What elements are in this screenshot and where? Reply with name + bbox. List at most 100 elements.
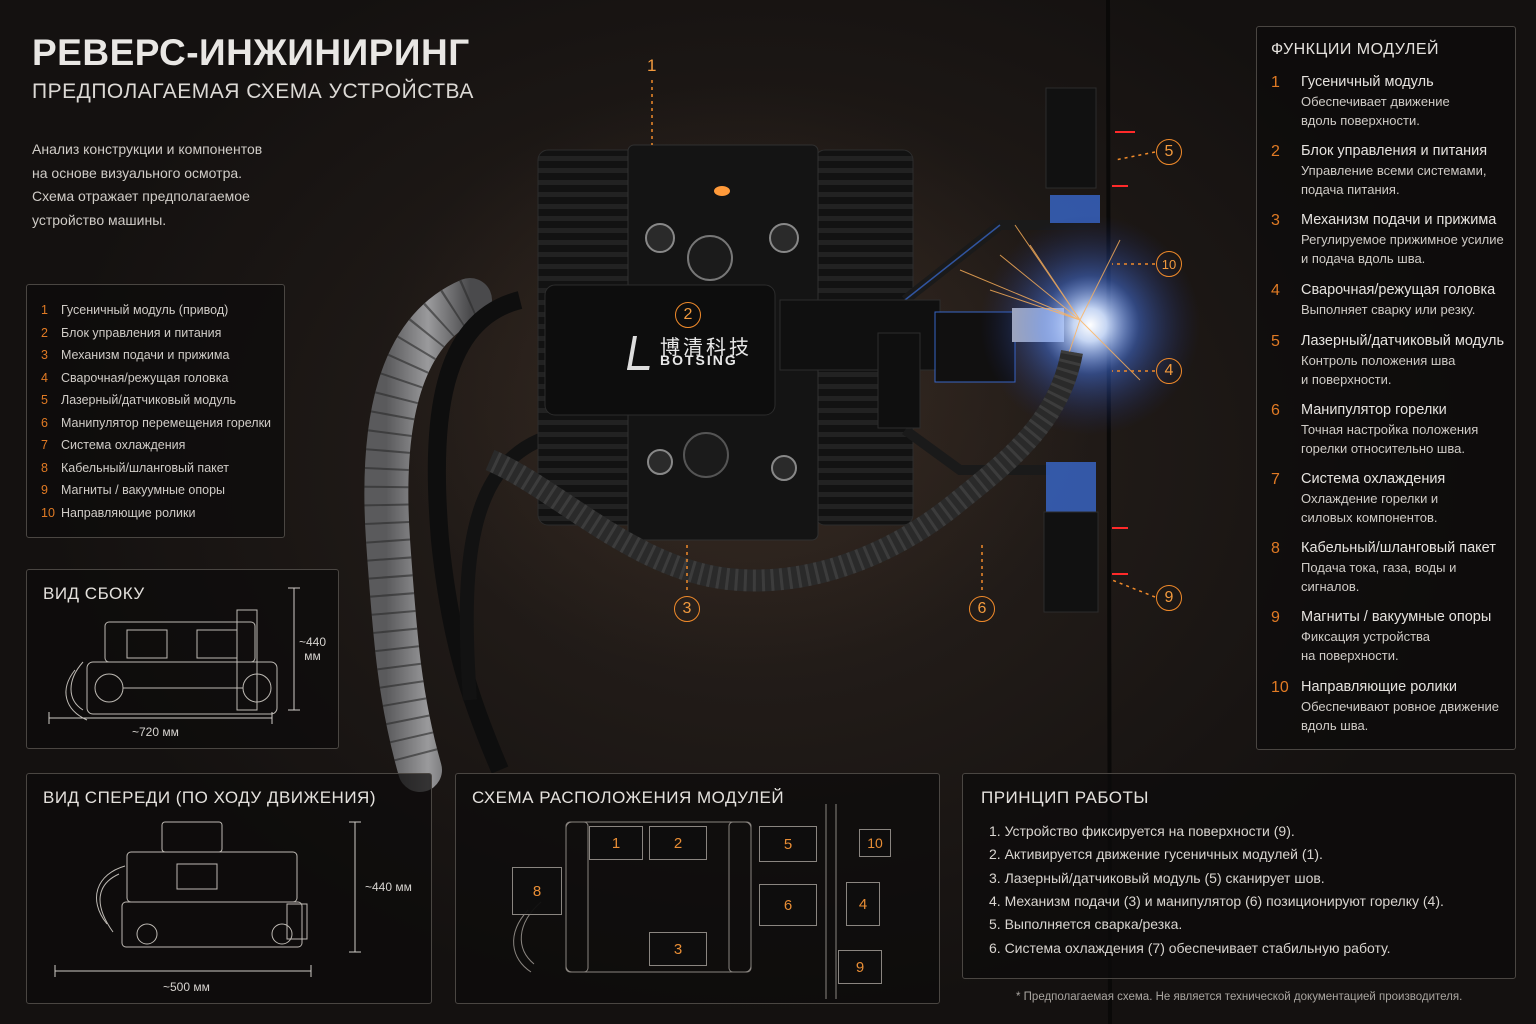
legend-item: 2 Блок управления и питания [41, 322, 284, 345]
function-desc-line: и поверхности. [1301, 372, 1392, 387]
module-layout-panel: СХЕМА РАСПОЛОЖЕНИЯ МОДУЛЕЙ 1 2 5 10 8 6 … [455, 773, 940, 1004]
side-view-drawing [48, 587, 300, 724]
intro-line: Анализ конструкции и компонентов [32, 141, 263, 157]
page-subtitle: ПРЕДПОЛАГАЕМАЯ СХЕМА УСТРОЙСТВА [32, 80, 474, 103]
principle-title: ПРИНЦИП РАБОТЫ [981, 788, 1149, 807]
function-num: 7 [1271, 471, 1280, 488]
function-item: 7 Система охлаждения Охлаждение горелки … [1271, 470, 1506, 527]
module-layout-title: СХЕМА РАСПОЛОЖЕНИЯ МОДУЛЕЙ [472, 788, 785, 807]
front-width-label: ~500 мм [163, 980, 210, 994]
legend-num: 2 [41, 325, 48, 340]
module-box-4: 4 [846, 882, 880, 926]
function-item: 6 Манипулятор горелки Точная настройка п… [1271, 401, 1506, 458]
function-num: 1 [1271, 74, 1280, 91]
callout-9: 9 [1156, 585, 1182, 611]
welding-cable [485, 349, 1083, 592]
function-num: 8 [1271, 540, 1280, 557]
function-name: Блок управления и питания [1301, 143, 1488, 159]
function-name: Кабельный/шланговый пакет [1301, 540, 1496, 556]
function-desc-line: вдоль шва. [1301, 718, 1369, 733]
module-box-1: 1 [589, 826, 643, 860]
function-num: 3 [1271, 212, 1280, 229]
magnet-module [1046, 462, 1096, 512]
legend-item: 5 Лазерный/датчиковый модуль [41, 389, 284, 412]
intro-line: на основе визуального осмотра. [32, 164, 243, 181]
function-desc-line: сигналов. [1301, 579, 1360, 594]
legend-num: 5 [41, 393, 48, 408]
principle-step: 1. Устройство фиксируется на поверхности… [989, 823, 1295, 839]
side-height-label: ~440 мм [299, 635, 326, 663]
function-name: Сварочная/режущая головка [1301, 282, 1496, 298]
intro-line: Схема отражает предполагаемое [32, 188, 250, 204]
function-desc-line: Подача тока, газа, воды и [1301, 560, 1457, 575]
legend-label: Сварочная/режущая головка [61, 370, 229, 385]
principle-step: 4. Механизм подачи (3) и манипулятор (6)… [989, 893, 1444, 909]
side-width-label: ~720 мм [132, 725, 179, 739]
module-layout-drawing [513, 804, 837, 999]
function-desc-line: подача питания. [1301, 182, 1400, 197]
component-legend: 1 Гусеничный модуль (привод) 2 Блок управл… [26, 284, 285, 538]
callout-10: 10 [1156, 251, 1182, 277]
side-height-value: ~440 [299, 635, 327, 649]
function-num: 6 [1271, 402, 1280, 419]
brand-cn: 博清科技 [660, 335, 752, 359]
legend-label: Механизм подачи и прижима [61, 348, 230, 363]
function-desc-line: вдоль поверхности. [1301, 113, 1420, 128]
function-num: 10 [1271, 679, 1289, 696]
legend-num: 1 [41, 303, 48, 318]
welding-spark [980, 215, 1200, 435]
legend-label: Кабельный/шланговый пакет [61, 460, 230, 475]
function-desc: Обеспечивают ровное движение вдоль шва. [1301, 697, 1506, 735]
legend-num: 3 [41, 348, 48, 363]
front-view-panel: ВИД СПЕРЕДИ (ПО ХОДУ ДВИЖЕНИЯ) ~440 мм ~… [26, 773, 432, 1004]
working-principle-panel: ПРИНЦИП РАБОТЫ 1. Устройство фиксируется… [962, 773, 1516, 979]
module-box-9: 9 [838, 950, 882, 984]
function-desc-line: Регулируемое прижимное усилие [1301, 232, 1504, 247]
sensor-module [1045, 87, 1097, 189]
function-item: 10 Направляющие ролики Обеспечивают ровн… [1271, 678, 1506, 735]
legend-label: Блок управления и питания [61, 325, 222, 340]
module-box-2: 2 [649, 826, 707, 860]
front-view-drawing [54, 821, 361, 977]
legend-label: Лазерный/датчиковый модуль [61, 393, 237, 408]
principle-step: 2. Активируется движение гусеничных моду… [989, 846, 1323, 862]
function-desc: Управление всеми системами, подача питани… [1301, 161, 1506, 199]
function-num: 2 [1271, 143, 1280, 160]
front-view-title: ВИД СПЕРЕДИ (ПО ХОДУ ДВИЖЕНИЯ) [43, 788, 376, 807]
functions-title: ФУНКЦИИ МОДУЛЕЙ [1271, 41, 1440, 58]
function-name: Манипулятор горелки [1301, 402, 1447, 418]
function-desc: Выполняет сварку или резку. [1301, 300, 1506, 319]
function-item: 8 Кабельный/шланговый пакет Подача тока,… [1271, 539, 1506, 596]
module-box-6: 6 [759, 884, 817, 926]
function-desc-line: Точная настройка положения [1301, 422, 1479, 437]
callout-6: 6 [969, 596, 995, 622]
function-desc-line: Обеспечивает движение [1301, 94, 1450, 109]
front-height-label: ~440 мм [365, 880, 412, 894]
footnote: * Предполагаемая схема. Не является техн… [1016, 991, 1463, 1003]
callout-2: 2 [675, 302, 701, 328]
function-name: Система охлаждения [1301, 471, 1446, 487]
callout-4: 4 [1156, 358, 1182, 384]
function-desc: Обеспечивает движение вдоль поверхности. [1301, 92, 1506, 130]
function-desc-line: Управление всеми системами, [1301, 163, 1487, 178]
principle-step: 5. Выполняется сварка/резка. [989, 916, 1183, 932]
intro-text: Анализ конструкции и компонентов на осно… [32, 138, 292, 232]
function-item: 5 Лазерный/датчиковый модуль Контроль по… [1271, 332, 1506, 389]
function-name: Гусеничный модуль [1301, 74, 1434, 90]
legend-label: Магниты / вакуумные опоры [61, 483, 226, 498]
function-name: Направляющие ролики [1301, 679, 1458, 695]
function-desc-line: Обеспечивают ровное движение [1301, 699, 1500, 714]
legend-label: Направляющие ролики [61, 505, 196, 520]
function-item: 2 Блок управления и питания Управление в… [1271, 142, 1506, 199]
legend-label: Гусеничный модуль (привод) [61, 303, 229, 318]
function-name: Лазерный/датчиковый модуль [1301, 333, 1505, 349]
function-desc-line: и подача вдоль шва. [1301, 251, 1426, 266]
control-box [544, 284, 776, 416]
